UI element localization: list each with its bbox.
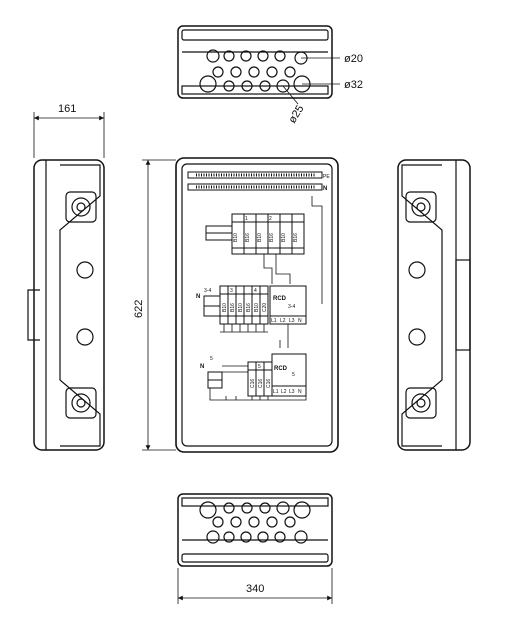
row2-breaker-4: B16 [246,303,252,312]
height-label: 622 [133,300,145,318]
row1-breaker-4: B16 [269,233,275,242]
depth-dimension [33,112,105,158]
row3-rcd-label: RCD [274,366,288,372]
row1-breaker-2: B16 [245,233,251,242]
row1-group-2: 2 [269,216,272,222]
row3-group-label: 5 [210,356,213,362]
row3-terminal-l3: L3 [289,389,295,395]
row1-group-1: 1 [245,216,248,222]
row2-din [203,285,307,348]
row2-breaker-6: C20 [262,303,268,312]
row3-breaker-2: C16 [258,379,264,388]
row1-din [205,196,323,304]
row2-terminal-n: N [298,318,302,324]
row2-terminal-l2: L2 [280,318,286,324]
gland-label-32: ø32 [344,79,363,91]
row3-din [207,353,307,401]
busbars [187,171,323,191]
row2-terminal-l3: L3 [289,318,295,324]
row2-breaker-2: B16 [230,303,236,312]
gland-label-25: ø25 [286,103,306,125]
row2-rcd-group: 3-4 [288,304,295,310]
row1-breaker-6: B16 [293,233,299,242]
row3-terminal-l2: L2 [281,389,287,395]
row1-breaker-5: B10 [281,233,287,242]
row3-breaker-3: C16 [266,379,272,388]
row2-rcd-label: RCD [273,296,287,302]
row1-breaker-1: B10 [233,233,239,242]
left-side-view [27,159,105,451]
row3-rcd-group: 5 [292,372,295,378]
right-side-view [397,159,471,451]
row2-breaker-1: B10 [222,303,228,312]
row2-group-3: 3 [230,288,233,294]
row2-breaker-3: B10 [238,303,244,312]
front-view [175,157,339,453]
height-dimension [142,159,176,451]
gland-hole [206,49,220,63]
row3-group-5: 5 [258,364,261,370]
row2-terminal-l1: L1 [271,318,277,324]
width-label: 340 [246,583,264,595]
bottom-view [177,493,333,567]
row3-terminal-n: N [298,389,302,395]
depth-label: 161 [58,103,76,115]
row2-group-label: 3-4 [204,288,211,294]
row3-terminal-l1: L1 [273,389,279,395]
row2-n-label: N [196,294,200,300]
gland-label-20: ø20 [344,53,363,65]
row3-n-label: N [200,364,204,370]
row3-breaker-1: C16 [250,379,256,388]
top-view [177,25,340,105]
busbar-pe-label: PE [323,174,330,180]
busbar-n-label: N [323,186,327,192]
row2-breaker-5: B10 [254,303,260,312]
row2-group-4: 4 [254,288,257,294]
row1-breaker-3: B10 [257,233,263,242]
width-dimension [177,568,333,604]
